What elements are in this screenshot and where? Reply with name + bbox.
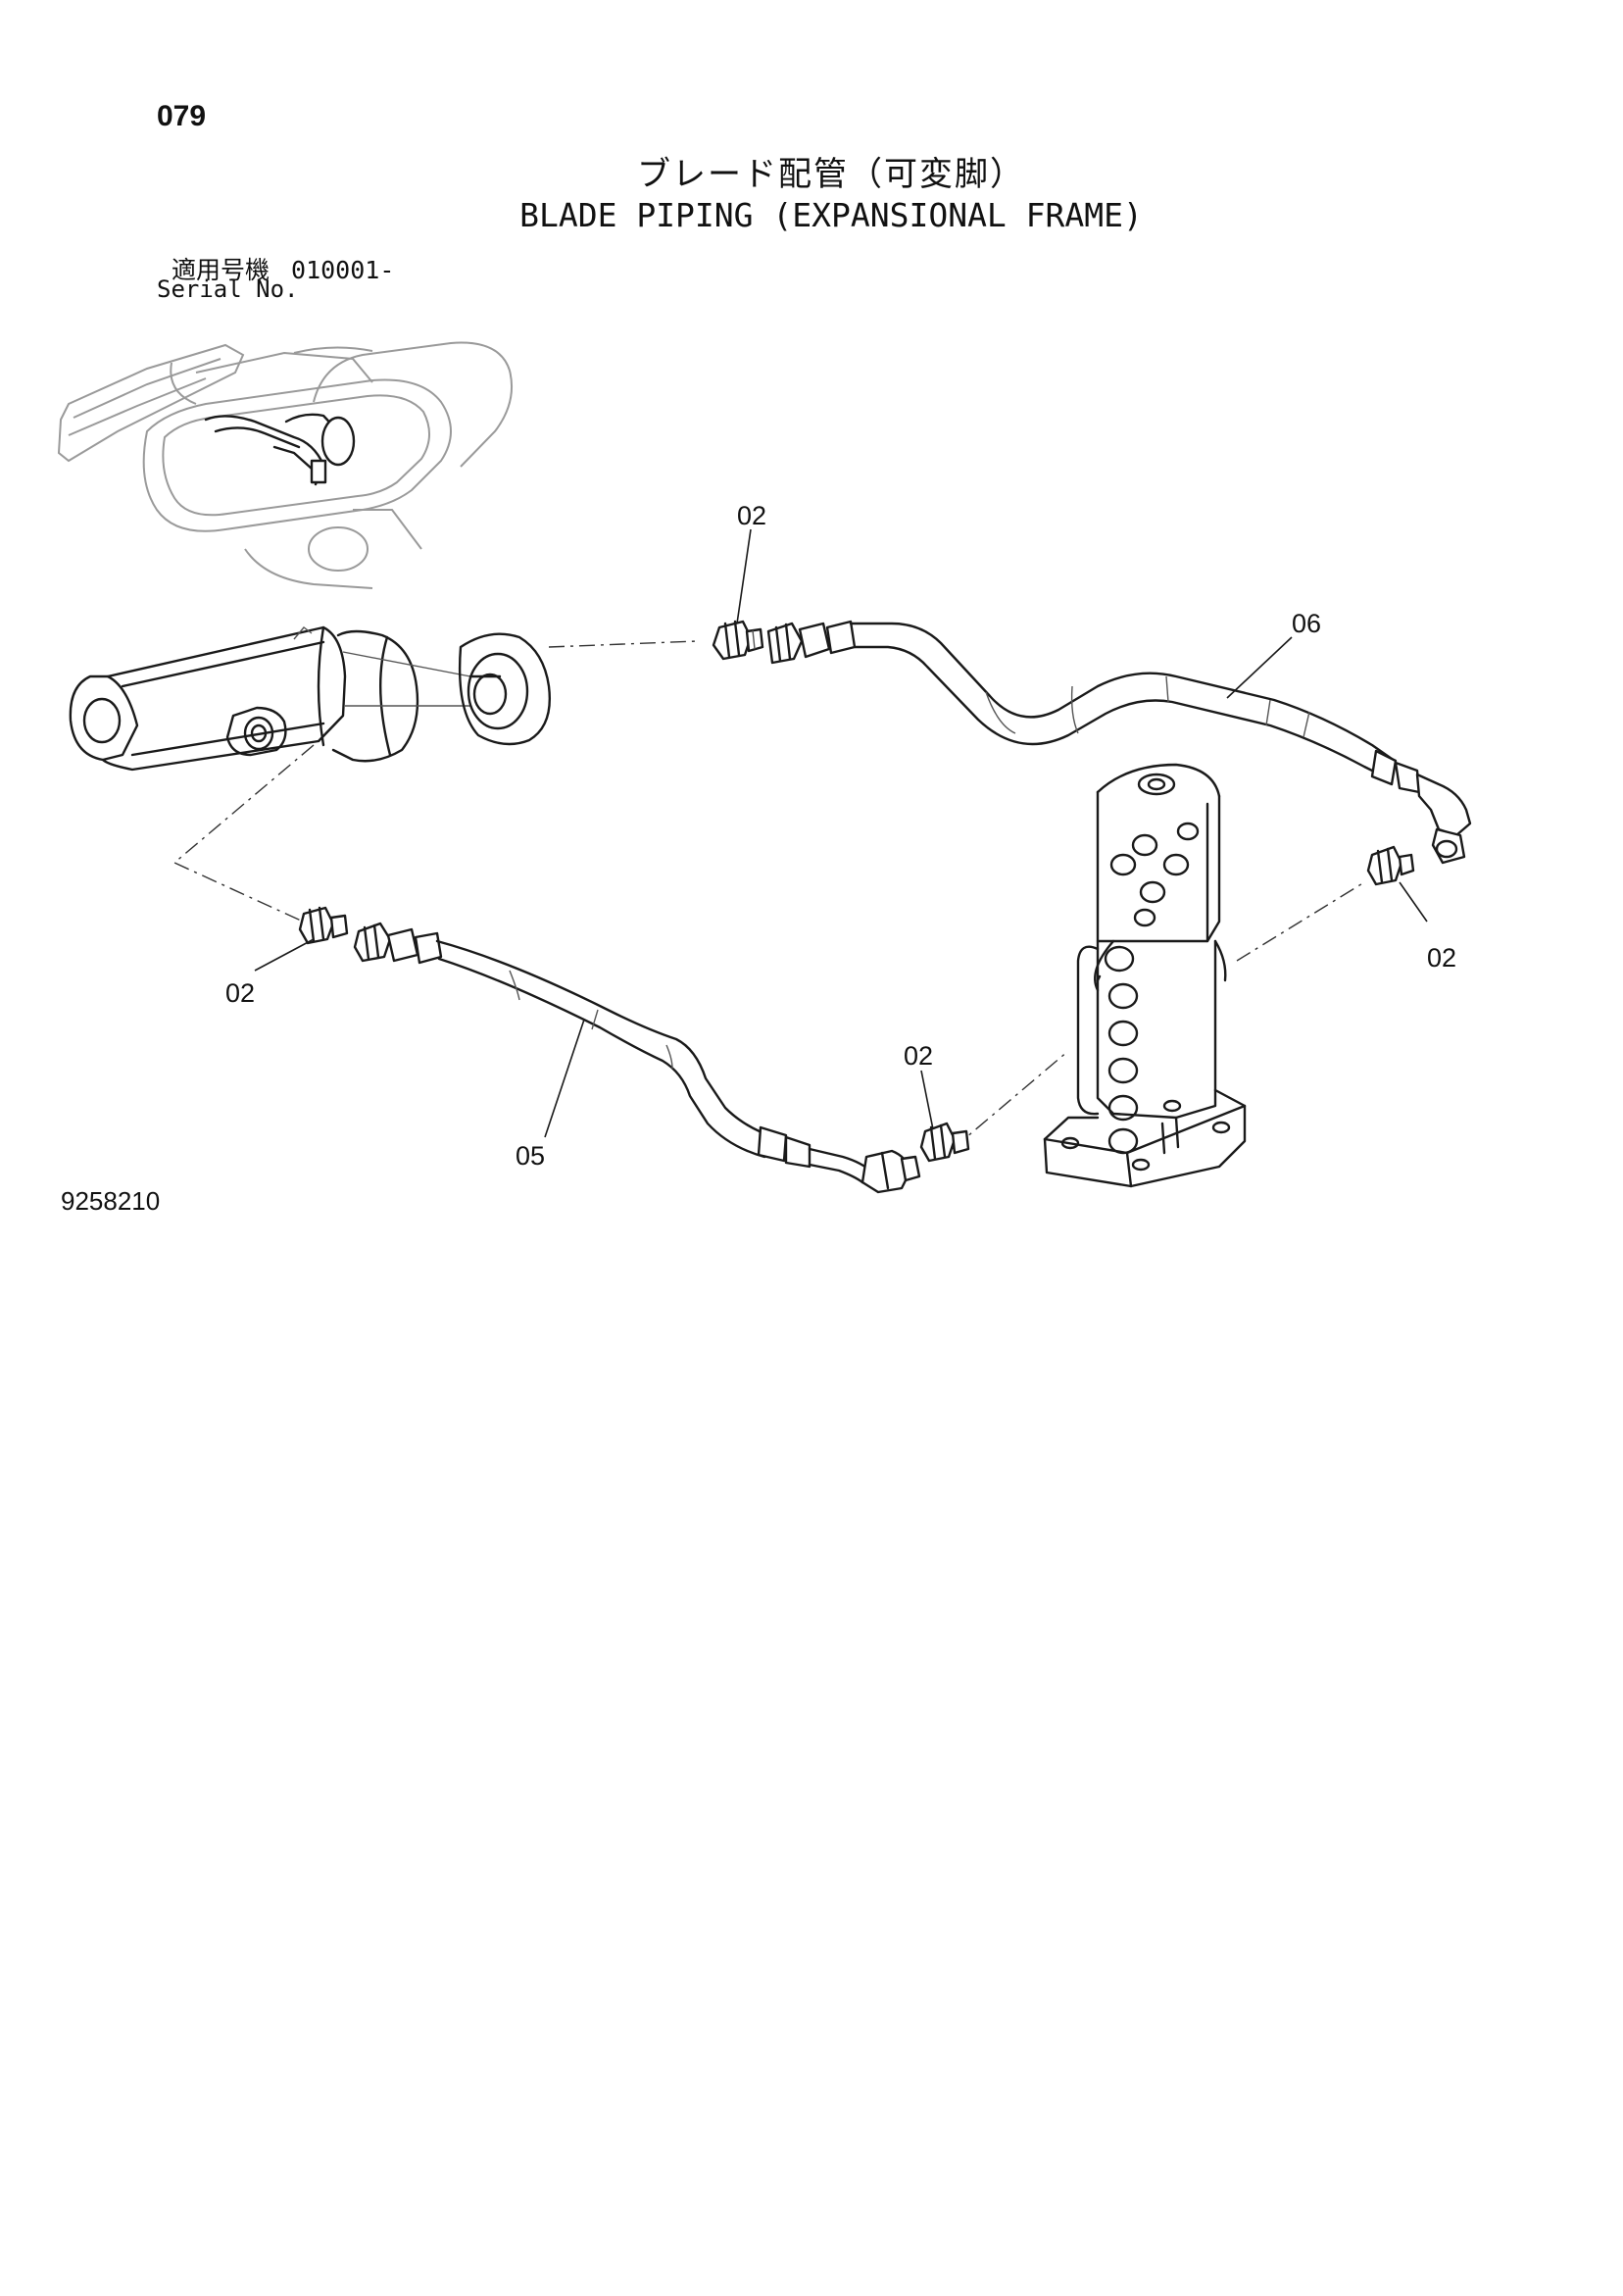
excavator-locator-sketch xyxy=(57,341,514,589)
connection-line-swivel-to-fitting-right xyxy=(1236,881,1365,962)
hydraulic-hose-lower xyxy=(353,922,921,1194)
adapter-fitting-center xyxy=(919,1122,970,1163)
leader-hose-lower xyxy=(544,1019,585,1138)
adapter-fitting-right xyxy=(1366,845,1415,886)
title-japanese: ブレード配管（可変脚） xyxy=(637,155,1025,194)
callout-hose-upper: 06 xyxy=(1292,609,1321,638)
leader-hose-upper xyxy=(1226,636,1293,699)
serial-label-jp: 適用号機 xyxy=(172,256,270,284)
connection-line-swivel-to-fitting-center xyxy=(952,1050,1069,1150)
callout-fitting-top: 02 xyxy=(737,501,766,530)
adapter-fitting-top xyxy=(712,620,764,661)
adapter-fitting-left xyxy=(298,906,349,945)
serial-label-en: Serial No. xyxy=(157,275,299,303)
hydraulic-hose-upper xyxy=(766,620,1472,865)
serial-value: 010001- xyxy=(291,256,395,284)
callout-fitting-right: 02 xyxy=(1427,943,1456,973)
leader-fitting-center xyxy=(920,1070,934,1130)
leader-fitting-left xyxy=(254,938,315,972)
callout-fitting-center: 02 xyxy=(904,1041,933,1071)
leader-fitting-top xyxy=(736,528,752,624)
serial-row: 適用号機 010001- xyxy=(172,251,394,286)
drawing-number: 9258210 xyxy=(61,1186,161,1216)
blade-cylinder xyxy=(69,625,551,772)
callout-hose-lower: 05 xyxy=(516,1141,545,1171)
connection-line-cylinder-to-fitting xyxy=(172,744,315,926)
callout-fitting-left: 02 xyxy=(225,978,255,1008)
leader-fitting-right xyxy=(1399,881,1428,923)
connection-line-rod-to-fitting xyxy=(548,640,699,648)
center-joint-swivel xyxy=(1043,763,1247,1188)
page-number: 079 xyxy=(157,100,207,132)
title-english: BLADE PIPING (EXPANSIONAL FRAME) xyxy=(519,196,1143,234)
